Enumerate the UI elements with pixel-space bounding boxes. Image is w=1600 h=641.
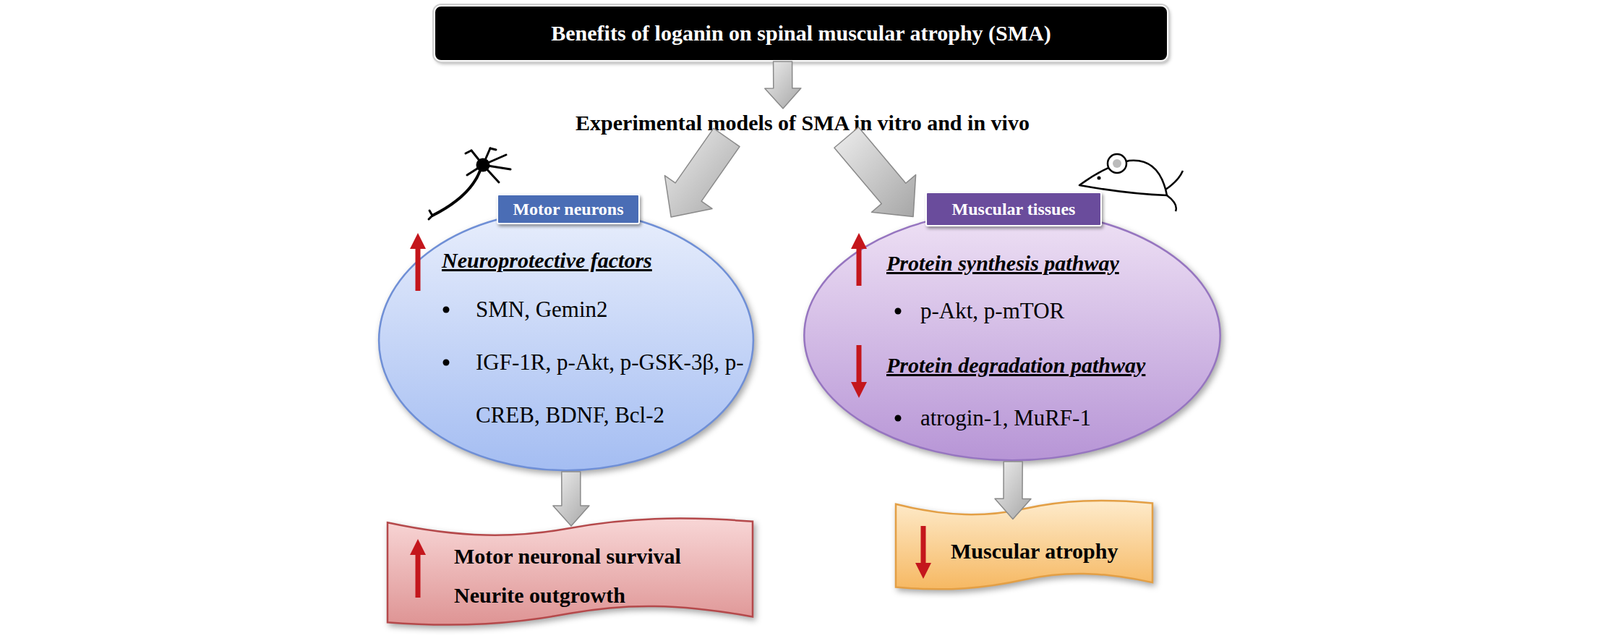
label-tag: Muscular tissues [925, 191, 1102, 227]
dendrite [471, 150, 483, 165]
outcome-text: Motor neuronal survival [454, 541, 682, 571]
section-heading: Neuroprotective factors [441, 245, 653, 275]
list-item: p-Akt, p-mTOR [920, 284, 1196, 337]
ellipse-shape [378, 210, 754, 470]
dendrite [482, 164, 499, 183]
section-heading: Protein degradation pathway [886, 350, 1146, 380]
outcome-banner: Motor neuronal survivalNeurite outgrowth [387, 515, 753, 628]
block-arrow [553, 471, 590, 526]
subtitle-text: Experimental models of SMA in vitro and … [575, 110, 1030, 136]
section-heading: Protein synthesis pathway [886, 248, 1120, 278]
subtitle-node: Experimental models of SMA in vitro and … [535, 108, 1071, 138]
ellipse-node: Neuroprotective factorsSMN, Gemin2IGF-1R… [377, 208, 755, 472]
wave-shape [895, 500, 1153, 589]
tag-text: Motor neurons [512, 199, 624, 220]
list-item: atrogin-1, MuRF-1 [920, 391, 1196, 444]
outcome-banner: Muscular atrophy [895, 498, 1153, 592]
tag-text: Muscular tissues [952, 199, 1076, 220]
mouse-ear [1107, 153, 1127, 173]
mouse-body [1079, 160, 1167, 196]
axon-terminal [428, 215, 433, 220]
dendrite [465, 150, 472, 154]
ellipse-shape [803, 210, 1220, 461]
neuron-body [477, 159, 489, 171]
dendrite [490, 148, 496, 150]
mouse-ear-inner [1112, 159, 1122, 168]
axon [432, 170, 481, 216]
title-text: Benefits of loganin on spinal muscular a… [550, 20, 1051, 46]
outcome-text: Muscular atrophy [950, 536, 1118, 566]
wave-shape [387, 518, 753, 625]
dendrite [467, 164, 483, 175]
dendrite [482, 148, 491, 165]
list-item: SMN, Gemin2 [475, 282, 758, 336]
mouse-eye [1097, 176, 1102, 181]
wave-banner-outline [387, 515, 753, 628]
block-arrow [664, 127, 740, 217]
ellipse-node: Protein synthesis pathway p-Akt, p-mTOR Pr… [802, 208, 1222, 462]
title-box: Benefits of loganin on spinal muscular a… [433, 5, 1169, 62]
axon-terminal [429, 210, 433, 216]
dendrite [482, 154, 507, 165]
block-arrow [764, 61, 802, 109]
block-arrow [834, 127, 917, 217]
dendrite [482, 164, 511, 170]
mouse-tail [1165, 170, 1183, 212]
outcome-text: Neurite outgrowth [454, 580, 626, 610]
list-item: IGF-1R, p-Akt, p-GSK-3β, p-CREB, BDNF, B… [475, 335, 758, 442]
label-tag: Motor neurons [496, 193, 640, 225]
